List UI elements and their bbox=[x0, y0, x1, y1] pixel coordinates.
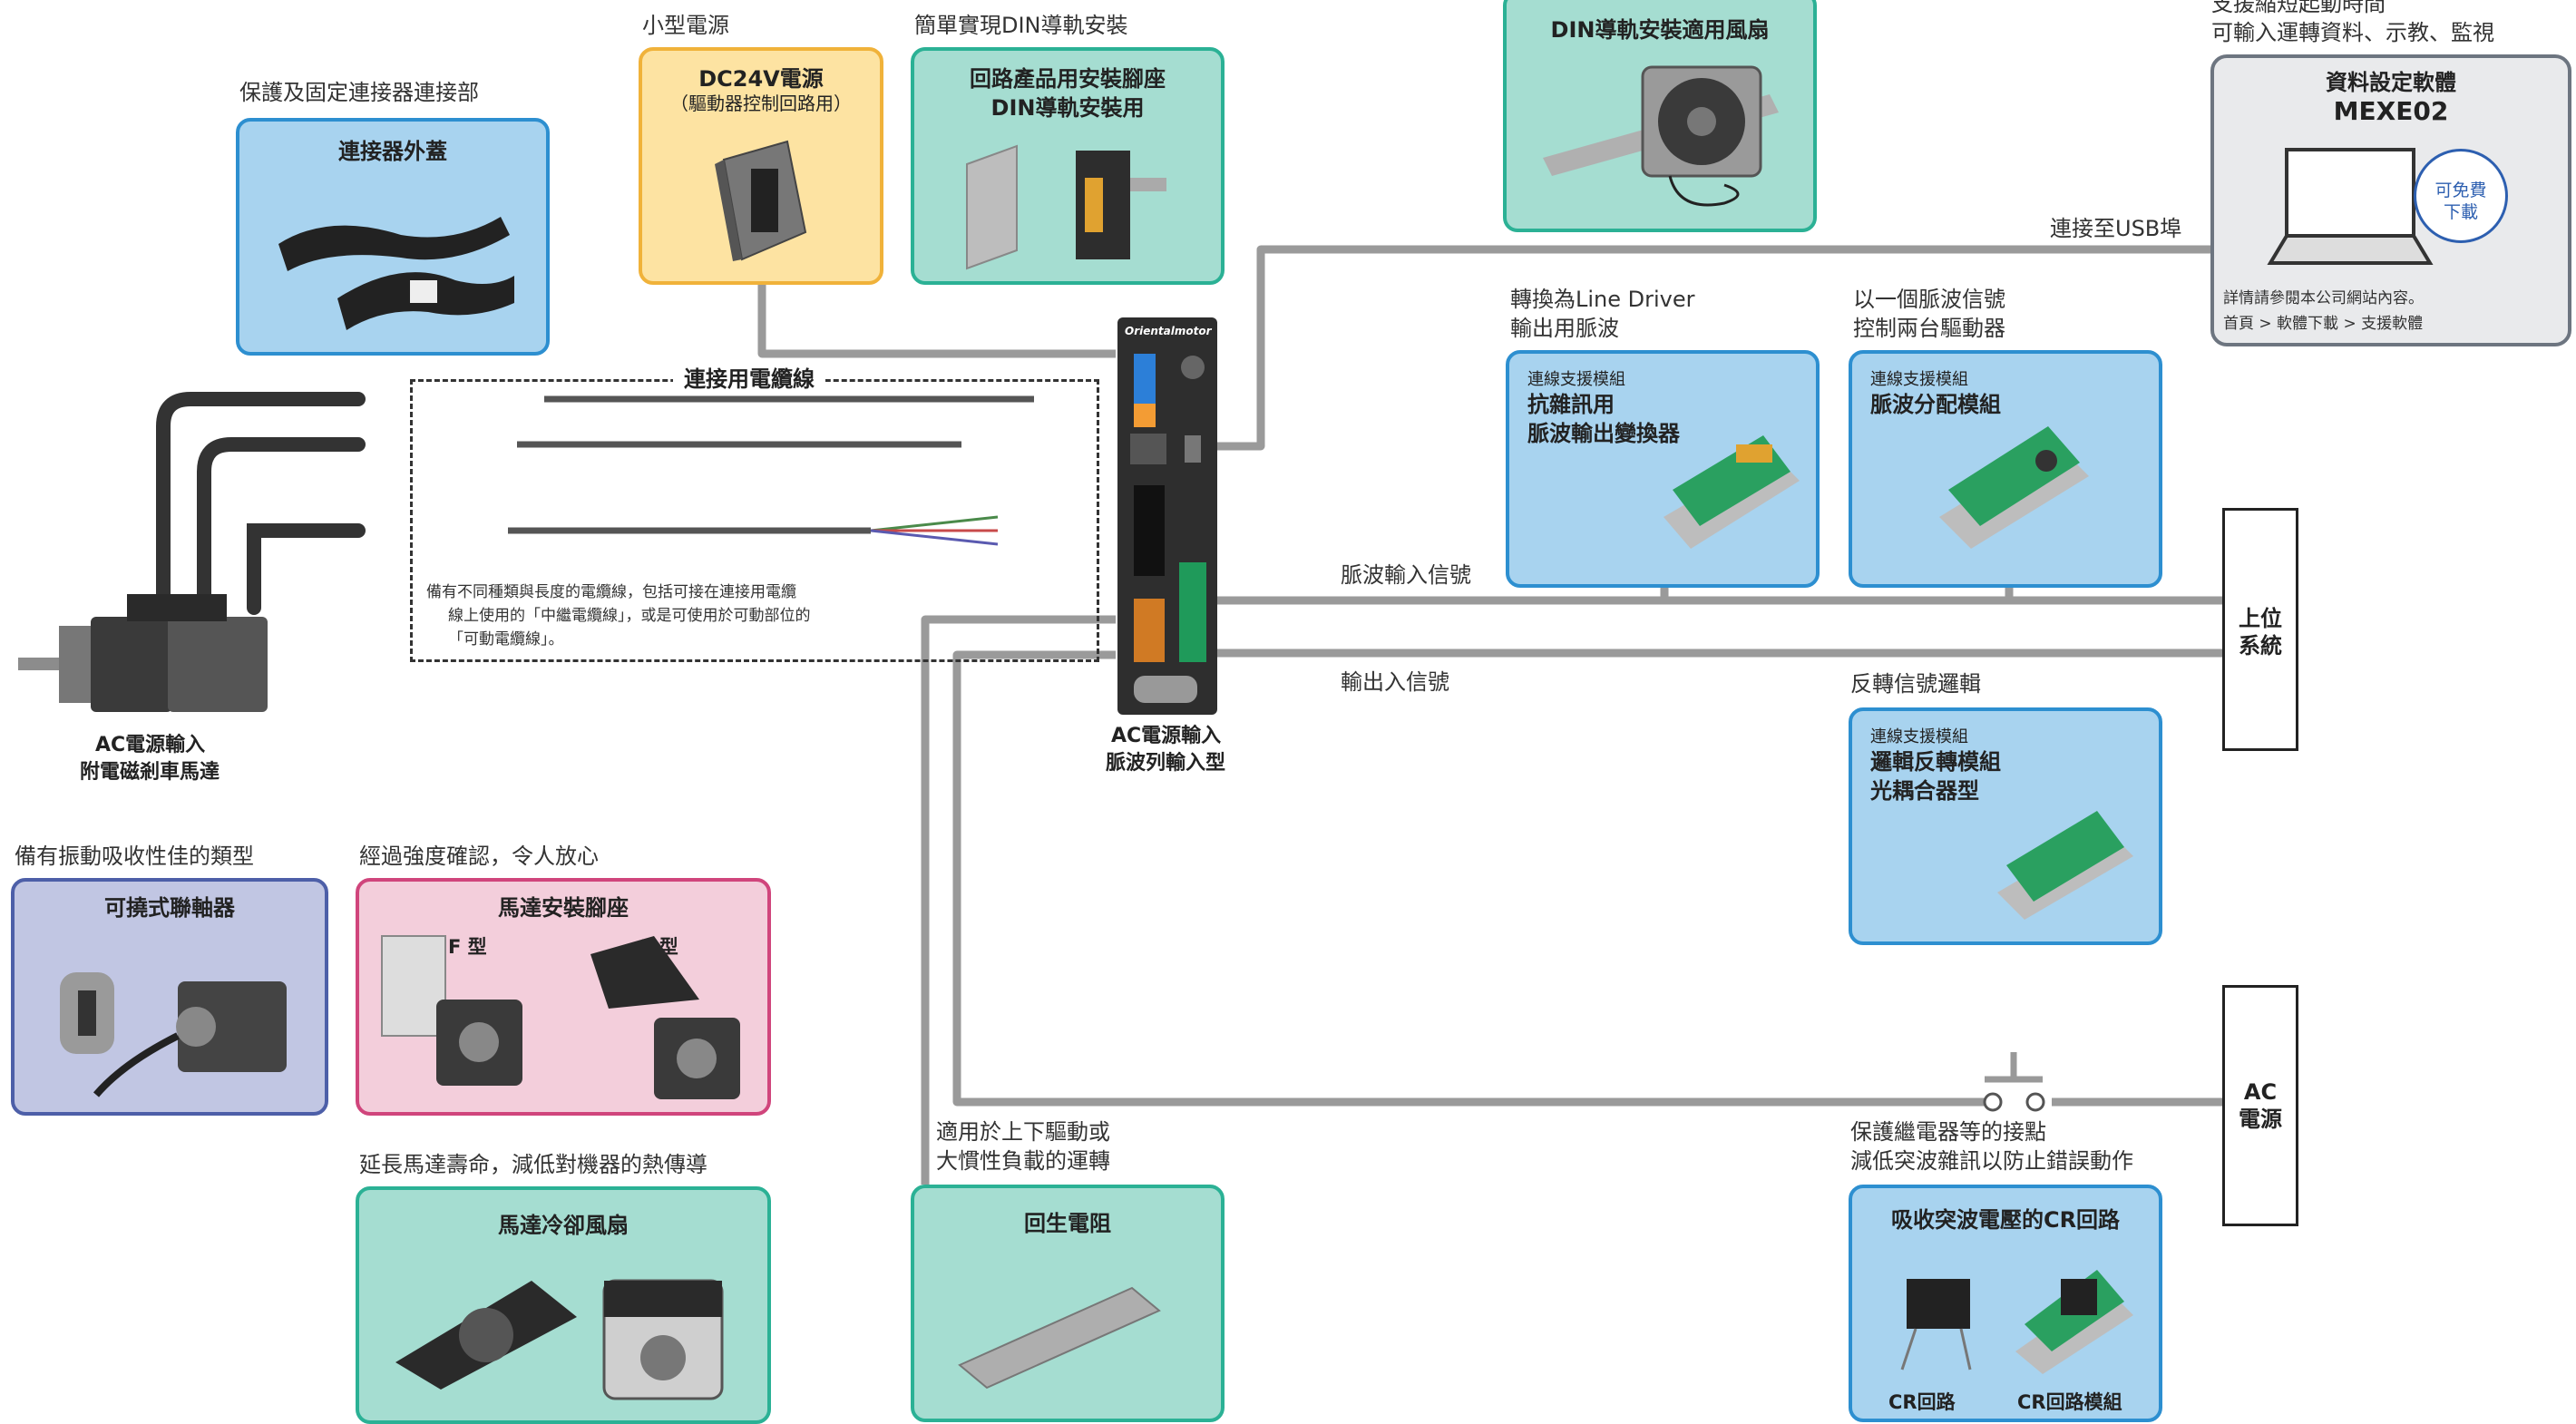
pulse-dist-caption-line1: 以一個脈波信號 bbox=[1853, 287, 2005, 312]
cr-title: 吸收突波電壓的CR回路 bbox=[1890, 1207, 2121, 1233]
regen-box: 回生電阻 bbox=[911, 1185, 1225, 1422]
power-supply-image bbox=[715, 140, 807, 261]
coupling-image bbox=[60, 972, 287, 1097]
din-mount-title-line2: DIN導軌安裝用 bbox=[990, 95, 1145, 121]
line-driver-caption-line1: 轉換為Line Driver bbox=[1510, 287, 1695, 312]
ac-power-box: AC 電源 bbox=[2222, 985, 2298, 1226]
pulse-dist-title: 脈波分配模組 bbox=[1870, 392, 2001, 417]
line-driver-caption-line2: 輸出用脈波 bbox=[1510, 316, 1619, 341]
power-supply-subtitle: （驅動器控制回路用） bbox=[670, 93, 852, 114]
switch-contact-icon bbox=[1983, 1092, 2045, 1112]
ac-power-line1: AC bbox=[2243, 1079, 2278, 1105]
logic-invert-title-line1: 邏輯反轉模組 bbox=[1870, 749, 2001, 775]
wire-regen bbox=[921, 615, 1116, 1185]
wire-ac-power bbox=[952, 650, 2224, 1107]
motor-mount-title: 馬達安裝腳座 bbox=[498, 895, 629, 921]
motor-mount-box: 馬達安裝腳座 F 型 L 型 bbox=[356, 878, 771, 1116]
line-driver-image bbox=[1664, 435, 1800, 549]
din-fan-title: DIN導軌安裝適用風扇 bbox=[1550, 17, 1770, 43]
coupling-caption: 備有振動吸收性佳的類型 bbox=[15, 844, 254, 869]
host-system-line1: 上位 bbox=[2239, 606, 2282, 631]
driver-brand: Orientalmotor bbox=[1125, 325, 1212, 337]
driver-label-line1: AC電源輸入 bbox=[1111, 725, 1222, 747]
driver-unit: Orientalmotor bbox=[1117, 317, 1217, 715]
connector-cover-box: 連接器外蓋 bbox=[236, 118, 550, 356]
cr-box: 吸收突波電壓的CR回路 CR回路 CR回路模組 bbox=[1849, 1185, 2162, 1422]
motor-label-line2: 附電磁剎車馬達 bbox=[80, 761, 220, 784]
cable-group-title: 連接用電纜線 bbox=[673, 365, 825, 394]
connector-cover-image bbox=[278, 217, 514, 330]
cr-image bbox=[1900, 1270, 2133, 1374]
servo-motor-illustration bbox=[18, 594, 268, 712]
laptop-icon bbox=[2267, 148, 2434, 265]
wire-usb bbox=[1215, 245, 2213, 451]
cable-note-line2: 線上使用的「中繼電纜線」，或是可使用於可動部位的 bbox=[448, 607, 811, 625]
free-download-badge[interactable]: 可免費 下載 bbox=[2414, 149, 2508, 243]
regen-title: 回生電阻 bbox=[1024, 1211, 1111, 1236]
logic-invert-image bbox=[1997, 811, 2133, 920]
pulse-input-signal-label: 脈波輸入信號 bbox=[1341, 562, 1471, 588]
connector-cover-title: 連接器外蓋 bbox=[338, 139, 447, 164]
io-signal-label: 輸出入信號 bbox=[1341, 669, 1449, 695]
logic-invert-caption: 反轉信號邏輯 bbox=[1850, 671, 1981, 697]
line-driver-tag: 連線支援模組 bbox=[1527, 370, 1625, 389]
regen-image bbox=[958, 1286, 1161, 1390]
pulse-dist-box: 連線支援模組 脈波分配模組 bbox=[1849, 350, 2162, 588]
cooling-fan-image bbox=[395, 1279, 724, 1400]
logic-invert-tag: 連線支援模組 bbox=[1870, 727, 1968, 746]
din-mount-caption: 簡單實現DIN導軌安裝 bbox=[914, 13, 1128, 38]
software-title-line1: 資料設定軟體 bbox=[2326, 70, 2456, 95]
ac-power-line2: 電源 bbox=[2239, 1107, 2282, 1132]
line-driver-box: 連線支援模組 抗雜訊用 脈波輸出變換器 bbox=[1506, 350, 1820, 588]
software-caption-line2: 可輸入運轉資料、示教、監視 bbox=[2211, 20, 2494, 45]
software-title-line2: MEXE02 bbox=[2333, 96, 2449, 126]
software-note-line1: 詳情請參閱本公司網站內容。 bbox=[2223, 289, 2424, 307]
cable-note-line1: 備有不同種類與長度的電纜線，包括可接在連接用電纜 bbox=[426, 583, 796, 601]
power-supply-caption: 小型電源 bbox=[642, 13, 729, 38]
cooling-fan-box: 馬達冷卻風扇 bbox=[356, 1186, 771, 1424]
line-driver-title-line2: 脈波輸出變換器 bbox=[1527, 421, 1680, 446]
logic-invert-box: 連線支援模組 邏輯反轉模組 光耦合器型 bbox=[1849, 707, 2162, 945]
cable-note-line3: 「可動電纜線」。 bbox=[448, 630, 564, 649]
regen-caption-line1: 適用於上下驅動或 bbox=[936, 1119, 1110, 1145]
motor-mount-f-label: F 型 bbox=[448, 936, 487, 958]
host-system-line2: 系統 bbox=[2239, 633, 2282, 658]
software-box: 資料設定軟體 MEXE02 可免費 下載 詳情請參閱本公司網站內容。 首頁 > … bbox=[2210, 54, 2571, 346]
coupling-box: 可撓式聯軸器 bbox=[11, 878, 328, 1116]
host-system-box: 上位 系統 bbox=[2222, 508, 2298, 751]
software-caption-line1: 支援縮短起動時間 bbox=[2211, 0, 2386, 16]
cooling-fan-caption: 延長馬達壽命，減低對機器的熱傳導 bbox=[359, 1152, 707, 1177]
motor-mount-image bbox=[381, 935, 740, 1099]
din-mount-image bbox=[966, 144, 1166, 270]
din-fan-box: DIN導軌安裝適用風扇 bbox=[1503, 0, 1817, 232]
connector-cover-caption: 保護及固定連接器連接部 bbox=[239, 80, 479, 105]
cr-caption-line1: 保護繼電器等的接點 bbox=[1850, 1119, 2046, 1145]
wire-power-supply bbox=[757, 283, 1116, 358]
power-supply-box: DC24V電源 （驅動器控制回路用） bbox=[639, 47, 883, 285]
cooling-fan-title: 馬達冷卻風扇 bbox=[498, 1213, 629, 1238]
din-mount-title-line1: 回路產品用安裝腳座 bbox=[970, 66, 1166, 92]
din-fan-image bbox=[1543, 65, 1779, 207]
driver-label-line2: 脈波列輸入型 bbox=[1106, 752, 1226, 775]
motor-label-line1: AC電源輸入 bbox=[95, 734, 206, 756]
cr-label-a: CR回路 bbox=[1888, 1391, 1956, 1413]
software-note-line2[interactable]: 首頁 > 軟體下載 > 支援軟體 bbox=[2223, 315, 2424, 333]
pulse-dist-caption-line2: 控制兩台驅動器 bbox=[1853, 316, 2005, 341]
usb-label: 連接至USB埠 bbox=[2050, 216, 2182, 241]
regen-caption-line2: 大慣性負載的運轉 bbox=[936, 1148, 1110, 1174]
line-driver-title-line1: 抗雜訊用 bbox=[1527, 392, 1615, 417]
pulse-dist-tag: 連線支援模組 bbox=[1870, 370, 1968, 389]
pulse-dist-image bbox=[1939, 426, 2089, 549]
badge-line2: 下載 bbox=[2443, 202, 2478, 222]
logic-invert-title-line2: 光耦合器型 bbox=[1870, 778, 1979, 804]
badge-line1: 可免費 bbox=[2435, 180, 2487, 200]
cr-caption-line2: 減低突波雜訊以防止錯誤動作 bbox=[1850, 1148, 2133, 1174]
coupling-title: 可撓式聯軸器 bbox=[104, 895, 235, 921]
cr-label-b: CR回路模組 bbox=[2017, 1391, 2122, 1413]
motor-mount-caption: 經過強度確認，令人放心 bbox=[359, 844, 599, 869]
power-supply-title: DC24V電源 bbox=[698, 66, 824, 92]
din-mount-box: 回路產品用安裝腳座 DIN導軌安裝用 bbox=[911, 47, 1225, 285]
